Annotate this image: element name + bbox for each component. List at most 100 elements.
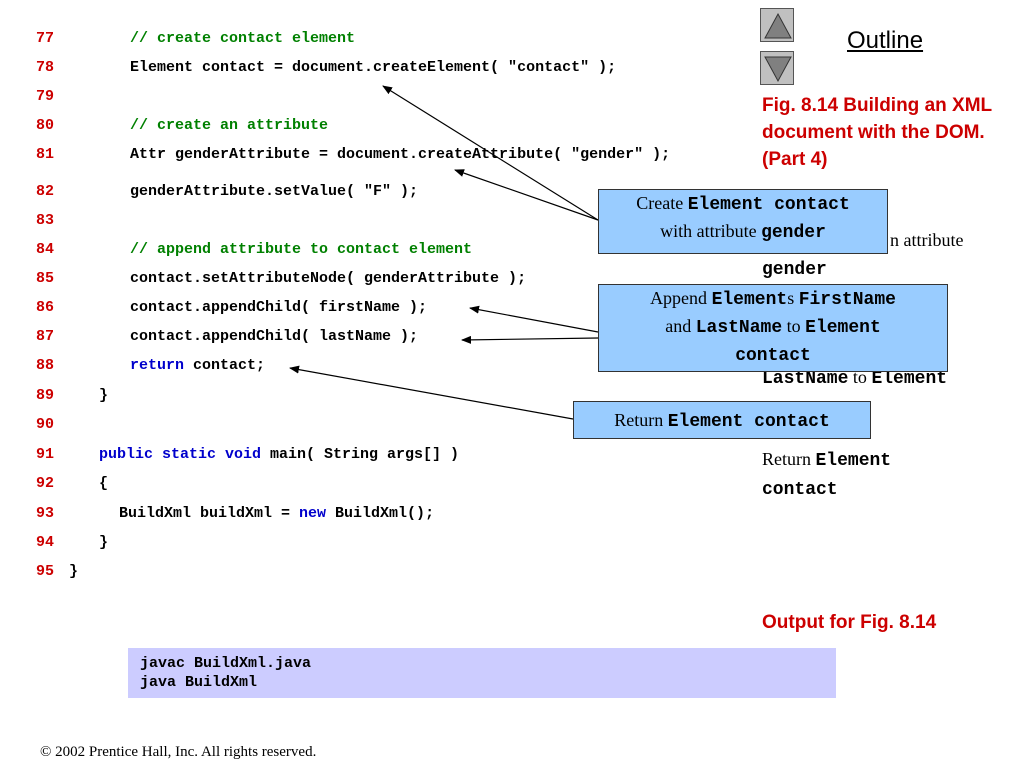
line-number: 94 bbox=[36, 534, 55, 551]
code-line: 83 bbox=[0, 212, 760, 234]
line-number: 84 bbox=[36, 241, 55, 258]
code-content: contact.appendChild( firstName ); bbox=[130, 299, 427, 316]
code-keyword: new bbox=[299, 505, 327, 522]
bg-note-4: LastName to Element bbox=[762, 364, 1012, 393]
callout-append-m1: Element bbox=[711, 290, 788, 310]
code-line: 86 contact.appendChild( firstName ); bbox=[0, 299, 760, 321]
callout-return-t1: Return bbox=[614, 410, 668, 430]
line-number: 92 bbox=[36, 475, 55, 492]
line-number: 82 bbox=[36, 183, 55, 200]
output-title: Output for Fig. 8.14 bbox=[762, 612, 937, 633]
line-number: 80 bbox=[36, 117, 55, 134]
callout-append-t1: Append bbox=[650, 288, 712, 308]
line-number: 83 bbox=[36, 212, 55, 229]
output-box: javac BuildXml.java java BuildXml bbox=[128, 648, 836, 698]
bg-note-4-text: to bbox=[848, 367, 872, 387]
code-text: contact.appendChild( lastName ); bbox=[130, 328, 419, 345]
code-line: 77 // create contact element bbox=[0, 30, 760, 52]
code-content: // create contact element bbox=[130, 30, 355, 47]
line-number: 85 bbox=[36, 270, 55, 287]
code-content: } bbox=[99, 534, 108, 551]
callout-return-element: Return Element contact bbox=[573, 401, 871, 439]
code-content: } bbox=[69, 563, 78, 580]
bg-note-4-mono-a: LastName bbox=[762, 369, 849, 389]
code-line: 79 bbox=[0, 88, 760, 110]
code-content: contact.appendChild( lastName ); bbox=[130, 328, 418, 345]
line-number: 90 bbox=[36, 416, 55, 433]
code-line: 93 BuildXml buildXml = new BuildXml(); bbox=[0, 505, 760, 527]
code-content: return contact; bbox=[130, 357, 265, 374]
code-text: } bbox=[99, 534, 109, 551]
code-text: { bbox=[99, 475, 109, 492]
code-content: Element contact = document.createElement… bbox=[130, 59, 616, 76]
code-keyword: return bbox=[130, 357, 185, 374]
code-text: Attr genderAttribute = document.createAt… bbox=[130, 146, 671, 163]
callout-create-t2: with attribute bbox=[660, 221, 762, 241]
code-line: 91 public static void main( String args[]… bbox=[0, 446, 760, 468]
code-text: main( String args[] ) bbox=[261, 446, 460, 463]
callout-append-elements: Append Elements FirstName and LastName t… bbox=[598, 284, 948, 372]
arrow-create-element bbox=[382, 85, 599, 221]
code-comment: // create an attribute bbox=[130, 117, 329, 134]
callout-append-m2: FirstName bbox=[798, 290, 896, 310]
callout-create-element: Create Element contact with attribute ge… bbox=[598, 189, 888, 254]
code-text: BuildXml(); bbox=[326, 505, 435, 522]
line-number: 88 bbox=[36, 357, 55, 374]
callout-return-m1: Element contact bbox=[667, 412, 830, 432]
line-number: 87 bbox=[36, 328, 55, 345]
code-content: contact.setAttributeNode( genderAttribut… bbox=[130, 270, 526, 287]
line-number: 93 bbox=[36, 505, 55, 522]
arrow-append-first bbox=[469, 305, 599, 333]
output-line-2: java BuildXml bbox=[140, 674, 258, 691]
callout-append-m3: LastName bbox=[695, 318, 783, 338]
code-text: BuildXml buildXml = bbox=[119, 505, 300, 522]
code-comment: // append attribute to contact element bbox=[130, 241, 473, 258]
triangle-up-icon bbox=[764, 12, 792, 39]
line-number: 77 bbox=[36, 30, 55, 47]
arrow-append-last bbox=[461, 335, 599, 344]
bg-note-4-mono-b: Element bbox=[871, 369, 948, 389]
code-line: 95} bbox=[0, 563, 760, 585]
code-text: Element contact = document.createElement… bbox=[130, 59, 617, 76]
callout-append-t2: s bbox=[787, 288, 799, 308]
code-keyword: public static void bbox=[99, 446, 262, 463]
callout-create-t1: Create bbox=[636, 193, 688, 213]
code-line: 90 bbox=[0, 416, 760, 438]
output-line-1: javac BuildXml.java bbox=[140, 655, 312, 672]
code-content: } bbox=[99, 387, 108, 404]
code-line: 80 // create an attribute bbox=[0, 117, 760, 139]
line-number: 79 bbox=[36, 88, 55, 105]
bg-note-3: gender bbox=[762, 255, 1012, 284]
previous-slide-button[interactable] bbox=[760, 8, 794, 42]
code-text: contact.appendChild( firstName ); bbox=[130, 299, 428, 316]
arrow-create-attribute bbox=[454, 169, 599, 221]
line-number: 86 bbox=[36, 299, 55, 316]
outline-link[interactable]: Outline bbox=[847, 27, 924, 54]
next-slide-button[interactable] bbox=[760, 51, 794, 85]
callout-append-t3: and bbox=[665, 316, 696, 336]
line-number: 91 bbox=[36, 446, 55, 463]
code-content: Attr genderAttribute = document.createAt… bbox=[130, 146, 670, 163]
code-comment: // create contact element bbox=[130, 30, 356, 47]
callout-append-t4: to bbox=[782, 316, 806, 336]
triangle-down-icon bbox=[764, 56, 792, 83]
code-line: 88 return contact; bbox=[0, 357, 760, 379]
code-line: 94} bbox=[0, 534, 760, 556]
line-number: 95 bbox=[36, 563, 55, 580]
callout-create-m1: Element contact bbox=[687, 195, 850, 215]
code-content: BuildXml buildXml = new BuildXml(); bbox=[119, 505, 434, 522]
bg-note-6-mono-b: contact bbox=[762, 480, 838, 500]
code-line: 89} bbox=[0, 387, 760, 409]
code-line: 84 // append attribute to contact element bbox=[0, 241, 760, 263]
code-line: 85 contact.setAttributeNode( genderAttrib… bbox=[0, 270, 760, 292]
code-content: { bbox=[99, 475, 108, 492]
code-text: contact; bbox=[184, 357, 266, 374]
bg-note-2: n attribute bbox=[890, 227, 1024, 254]
line-number: 89 bbox=[36, 387, 55, 404]
code-text: } bbox=[99, 387, 109, 404]
line-number: 78 bbox=[36, 59, 55, 76]
